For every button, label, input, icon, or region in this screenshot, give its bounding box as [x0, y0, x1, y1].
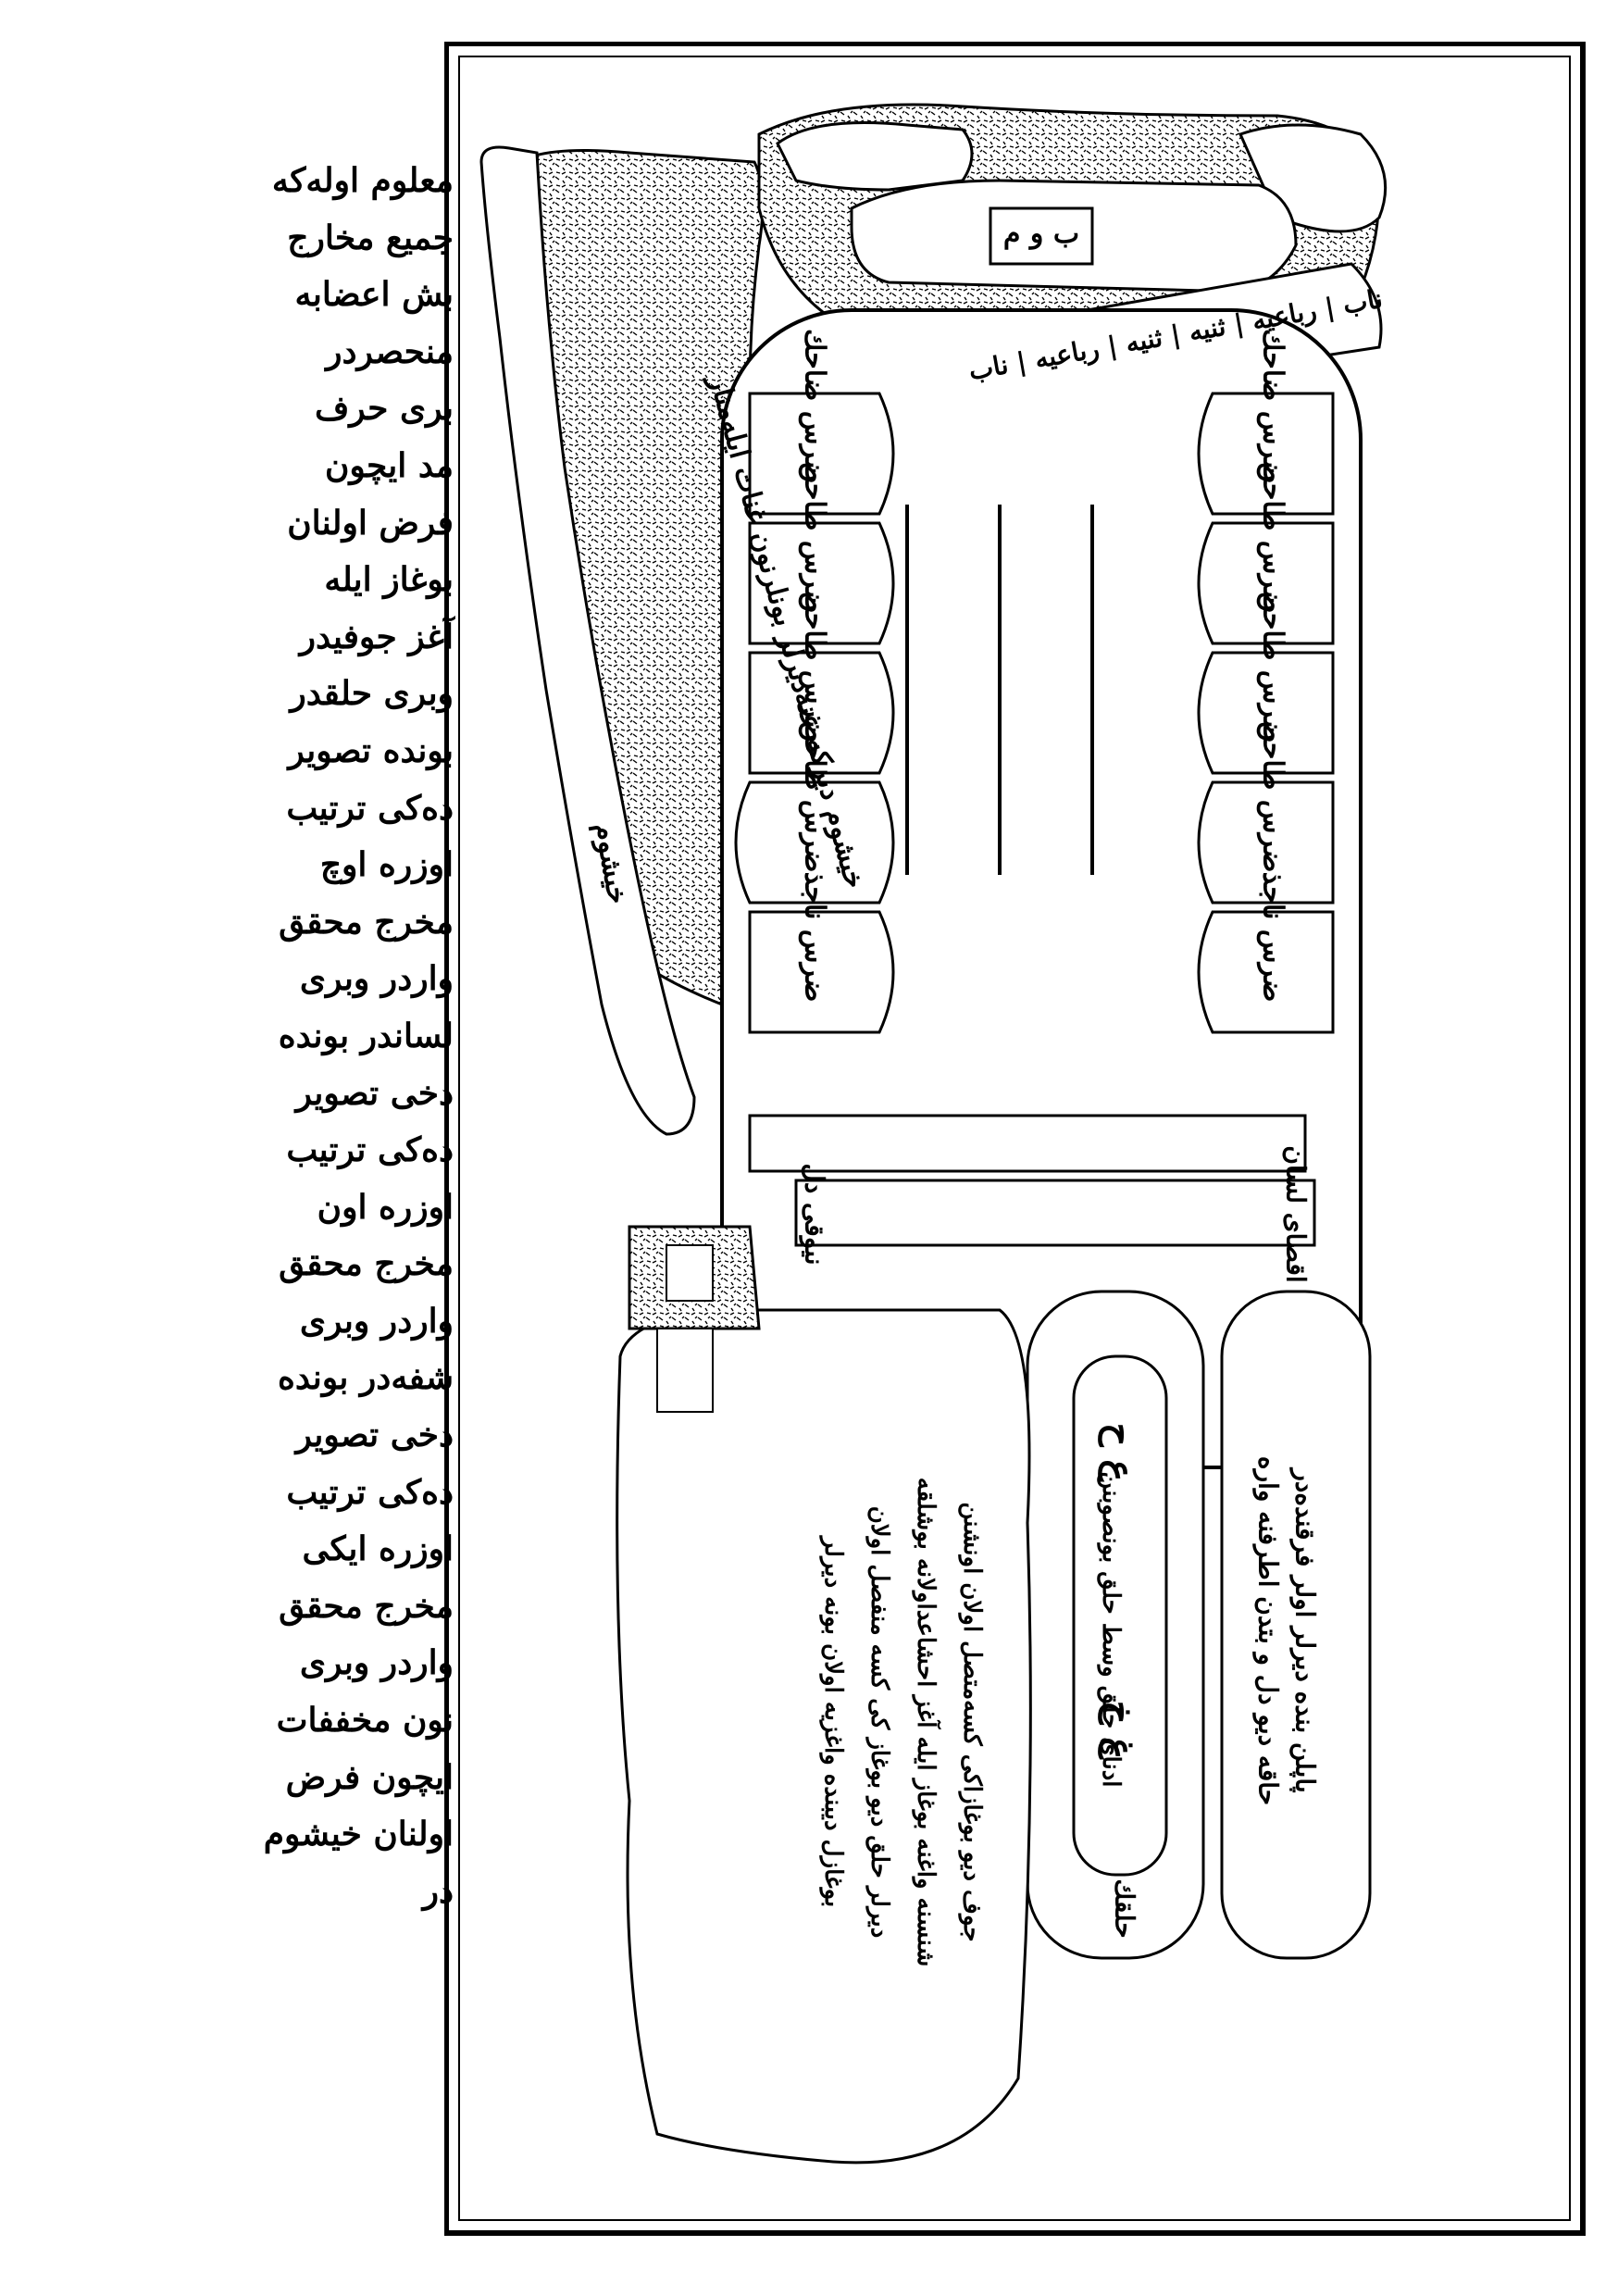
side-text-line: مد ایچون: [324, 445, 454, 485]
diagram-svg: [444, 42, 1586, 2236]
side-text-line: بش اعضابه: [294, 275, 454, 315]
side-text-line: بری حرف: [314, 389, 454, 429]
bottom-text-2: شنسنه واغنه بوغاز ایله آغز احشاعداولانه …: [912, 1477, 940, 1967]
bottom-text-4: بوغازل دیبنده واغزیه اولان بونه دیرلر: [819, 1536, 847, 1908]
side-text-line: لساندر بونده: [278, 1016, 454, 1055]
side-text-line: بونده تصویر: [288, 730, 454, 770]
small-box-1: [666, 1244, 714, 1302]
side-text-line: وبری حلقدر: [290, 674, 454, 714]
tongue-lines: [905, 505, 1094, 875]
side-text-line: منحصردر: [326, 331, 454, 371]
side-text-line: واردر وبری: [299, 1643, 454, 1683]
side-text-line: اوزره اون: [317, 1187, 454, 1227]
halq-label: حلقك: [1109, 1878, 1140, 1939]
molar-top-5: ضرس ناجذ: [1256, 871, 1289, 1003]
side-text-line: ده‌کی ترتیب: [286, 788, 454, 828]
side-text-line: ده‌کی ترتیب: [286, 1472, 454, 1512]
upper-lip-label-box: [776, 121, 974, 192]
throat-letters-1: ع ح: [1098, 1422, 1142, 1482]
side-text-line: دخی تصویر: [295, 1073, 454, 1113]
lower-band: [794, 1179, 1316, 1247]
side-text-line: مخرج محقق: [279, 1586, 454, 1626]
side-text-line: جمیع مخارج: [287, 218, 454, 257]
mouth-diagram: ضرس ضاحك ضرس طاحن ضرس طاحن ضرس طاحن ضرس …: [444, 42, 1586, 2236]
side-text-line: فرض اولنان: [287, 503, 454, 543]
side-text-line: ده‌کی ترتیب: [286, 1130, 454, 1170]
tongue-label-right: اقصای لسان: [1280, 1145, 1312, 1283]
side-text-line: دخی تصویر: [295, 1416, 454, 1455]
nose-band: [479, 145, 696, 1136]
side-text-line: بوغاز ایله: [324, 560, 454, 600]
lip-box-text: ب و م: [1002, 218, 1080, 250]
molar-bottom-5: ضرس ناجذ: [798, 871, 831, 1003]
small-box-2: [656, 1328, 714, 1413]
side-text-line: معلوم اوله‌که: [271, 161, 454, 200]
bottom-text-3: دیرلر حلق دیو بوغاز کی کسه منفصل اولان: [865, 1505, 893, 1939]
inner-frame: [458, 56, 1571, 2221]
outer-frame: [444, 42, 1586, 2236]
throat-letters-2: غ خ: [1098, 1700, 1142, 1760]
side-text-line: واردر وبری: [299, 1301, 454, 1341]
side-text-line: ایچون فرض: [285, 1757, 454, 1797]
tongue-base-band: [748, 1114, 1307, 1173]
right-throat-text-1: پاپلن بنده دیرلر اولر فرقنده‌در: [1289, 1468, 1321, 1793]
side-text-line: شفه‌در بونده: [277, 1358, 454, 1398]
side-text-line: مخرج محقق: [279, 1244, 454, 1284]
side-text-column: معلوم اوله‌که جمیع مخارج بش اعضابه منحصردر ب…: [227, 153, 454, 1920]
bottom-text-box: [616, 1308, 1032, 2165]
side-text-line: اوزره ایکی: [302, 1529, 454, 1569]
side-text-line: واردر وبری: [299, 959, 454, 999]
tongue-label-left: نیوقی دل: [799, 1163, 830, 1266]
right-throat-text-2: حاقه دیو دل و بتدن اطرفنه واره: [1252, 1455, 1284, 1806]
side-text-line: آغز جوفیدر: [299, 617, 454, 656]
side-text-line: در: [422, 1871, 454, 1911]
lip-letter-box: [989, 206, 1094, 266]
right-molar-row: [1197, 392, 1335, 1034]
left-molar-row: [734, 392, 895, 1034]
side-text-line: اولنان خیشوم: [263, 1815, 454, 1854]
bottom-text-1: جوف دیو بوغازاکی کسه‌متصل اولان اونشنن: [958, 1502, 986, 1942]
side-text-line: نون مخففات: [276, 1701, 454, 1741]
side-text-line: مخرج محقق: [279, 902, 454, 942]
molar-top-4: ضرس طاحن: [1256, 720, 1289, 873]
side-text-line: اوزره اوچ: [319, 845, 454, 885]
right-throat-box: [1220, 1290, 1372, 1960]
halq-inner-box: [1072, 1354, 1168, 1877]
